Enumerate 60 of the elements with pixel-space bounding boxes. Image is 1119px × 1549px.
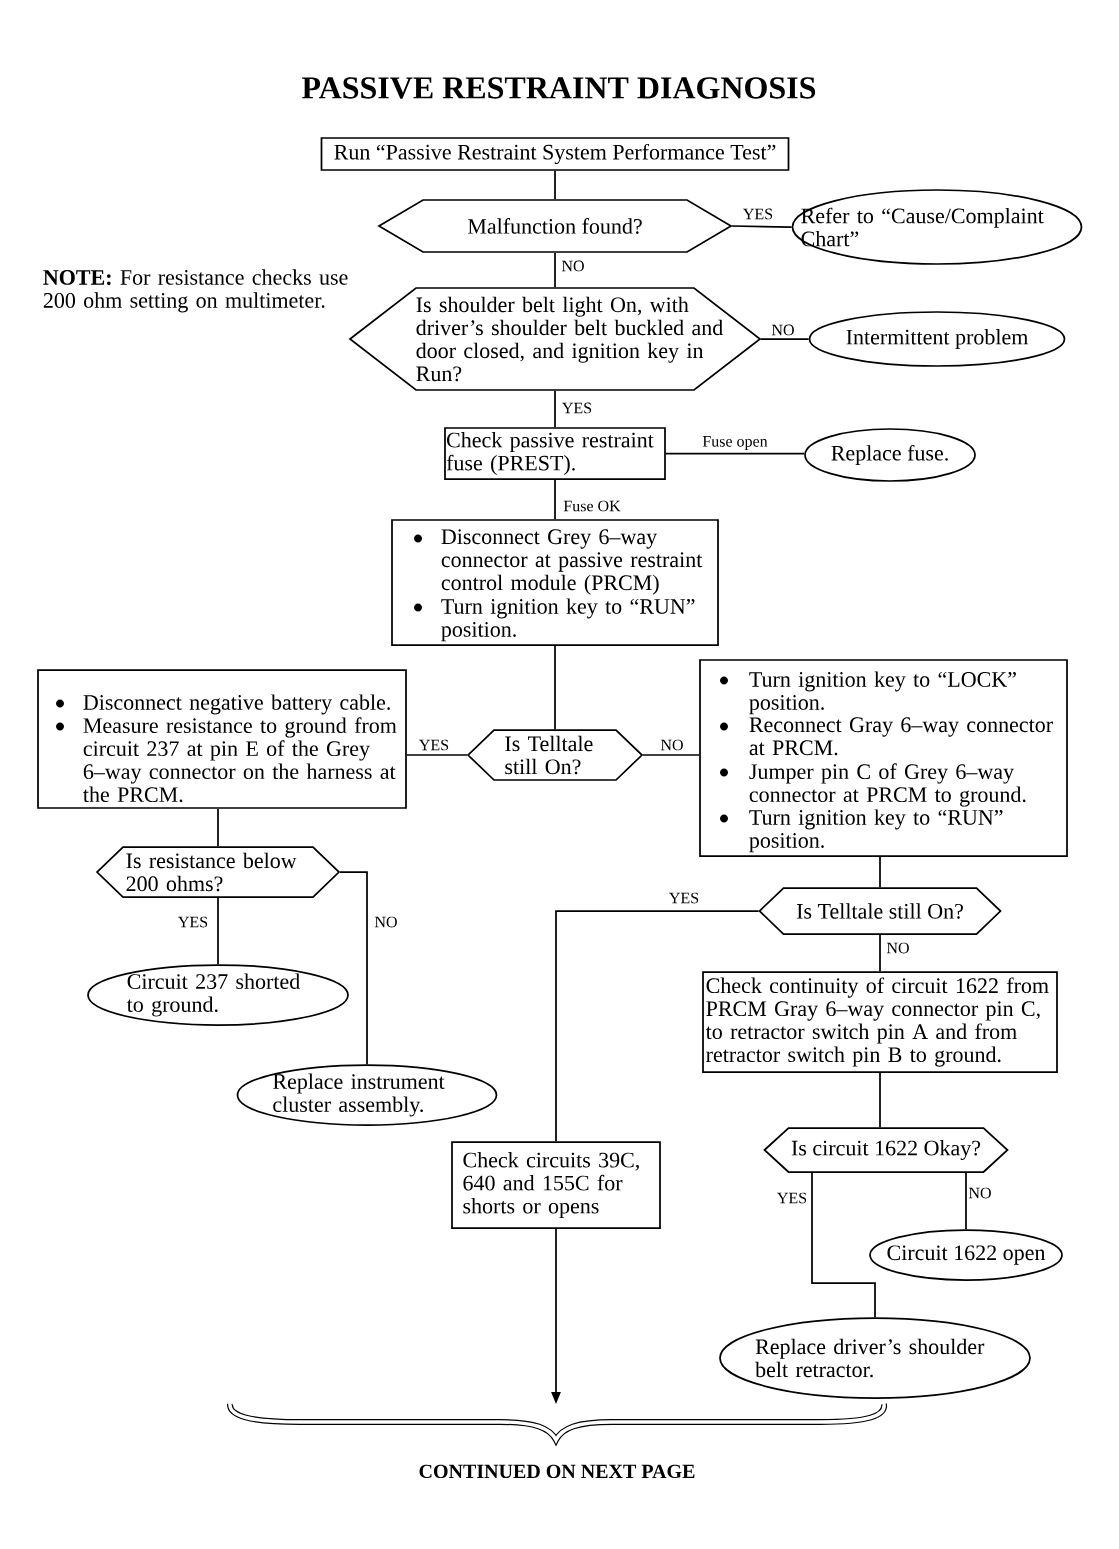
connector-line xyxy=(879,1072,881,1128)
connector-line xyxy=(965,1172,967,1230)
connector-line xyxy=(554,252,556,288)
process-box xyxy=(391,519,719,646)
connector-line xyxy=(406,754,468,756)
edge-label: NO xyxy=(561,260,584,272)
edge-label: YES xyxy=(178,916,208,928)
connector-line xyxy=(760,338,810,340)
result-oval: Replace instrument cluster assembly. xyxy=(236,1064,498,1126)
edge-label: YES xyxy=(777,1192,807,1204)
step-text: Turn ignition key to “LOCK” position. xyxy=(749,671,1016,715)
connector-line xyxy=(555,910,760,1142)
result-oval: Circuit 1622 open xyxy=(869,1229,1063,1281)
title: PASSIVE RESTRAINT DIAGNOSIS xyxy=(302,77,816,99)
brace-with-note: CONTINUED ON NEXT PAGE xyxy=(227,1403,887,1479)
connector-line xyxy=(642,754,700,756)
connector-line xyxy=(879,934,881,972)
connector-line xyxy=(554,479,556,520)
decision-hexagon: Is Telltale still On? xyxy=(758,887,1002,935)
edge-label: NO xyxy=(374,916,397,928)
process-box xyxy=(699,659,1068,857)
decision-hexagon: Is circuit 1622 Okay? xyxy=(763,1127,1009,1173)
process-box: Check circuits 39C, 640 and 155C for shorts or opens xyxy=(451,1141,661,1229)
edge-label: NO xyxy=(660,739,683,751)
connector-line xyxy=(811,1172,876,1318)
note-text: NOTE: For resistance checks use 200 ohm setting on multimeter. xyxy=(43,269,348,313)
step-text: Jumper pin C of Grey 6–way connector at PRCM to ground. xyxy=(749,763,1026,807)
step-text: Disconnect negative battery cable. xyxy=(83,694,390,715)
step-text: Disconnect Grey 6–way connector at passive restraint control module (PRCM) xyxy=(441,529,703,595)
result-oval: Circuit 237 shorted to ground. xyxy=(87,964,349,1026)
step-text: Reconnect Gray 6–way connector at PRCM. xyxy=(749,717,1053,756)
edge-label: Fuse open xyxy=(702,436,768,450)
connector-line xyxy=(217,897,219,965)
connector-line xyxy=(217,808,219,847)
connector-line xyxy=(554,390,556,428)
edge-label: YES xyxy=(419,739,449,751)
edge-label: NO xyxy=(771,324,794,336)
edge-label: YES xyxy=(562,402,592,414)
result-oval: Replace driver’s shoulder belt retractor. xyxy=(719,1317,1031,1399)
step-text: Measure resistance to ground from circuit 237 at pin E of the Grey 6–way connector on the harness at the PRCM. xyxy=(83,717,397,803)
process-box: Run “Passive Restraint System Performance Test” xyxy=(320,137,790,171)
process-box: Check continuity of circuit 1622 from PRCM Gray 6–way connector pin C, to retractor switch pin A and from retractor switch pin B to ground. xyxy=(702,971,1058,1073)
result-oval: Refer to “Cause/Complaint Chart” xyxy=(791,189,1083,265)
connector-line xyxy=(665,452,805,455)
edge-label: NO xyxy=(886,942,909,954)
result-oval: Intermittent problem xyxy=(808,311,1066,367)
edge-label: NO xyxy=(968,1187,991,1199)
connector-line xyxy=(731,225,793,228)
edge-label: YES xyxy=(743,208,773,220)
edge-label: Fuse OK xyxy=(563,500,621,512)
connector-line xyxy=(879,856,881,888)
connector-line xyxy=(554,645,556,730)
connector-line xyxy=(554,170,556,200)
step-text: Turn ignition key to “RUN” position. xyxy=(441,598,695,642)
connector-line xyxy=(339,871,368,1065)
edge-label: YES xyxy=(669,892,699,904)
process-box xyxy=(37,669,407,809)
step-text: Turn ignition key to “RUN” position. xyxy=(749,809,1003,853)
process-box: Check passive restraint fuse (PREST). xyxy=(444,427,666,480)
result-oval: Replace fuse. xyxy=(804,428,976,482)
